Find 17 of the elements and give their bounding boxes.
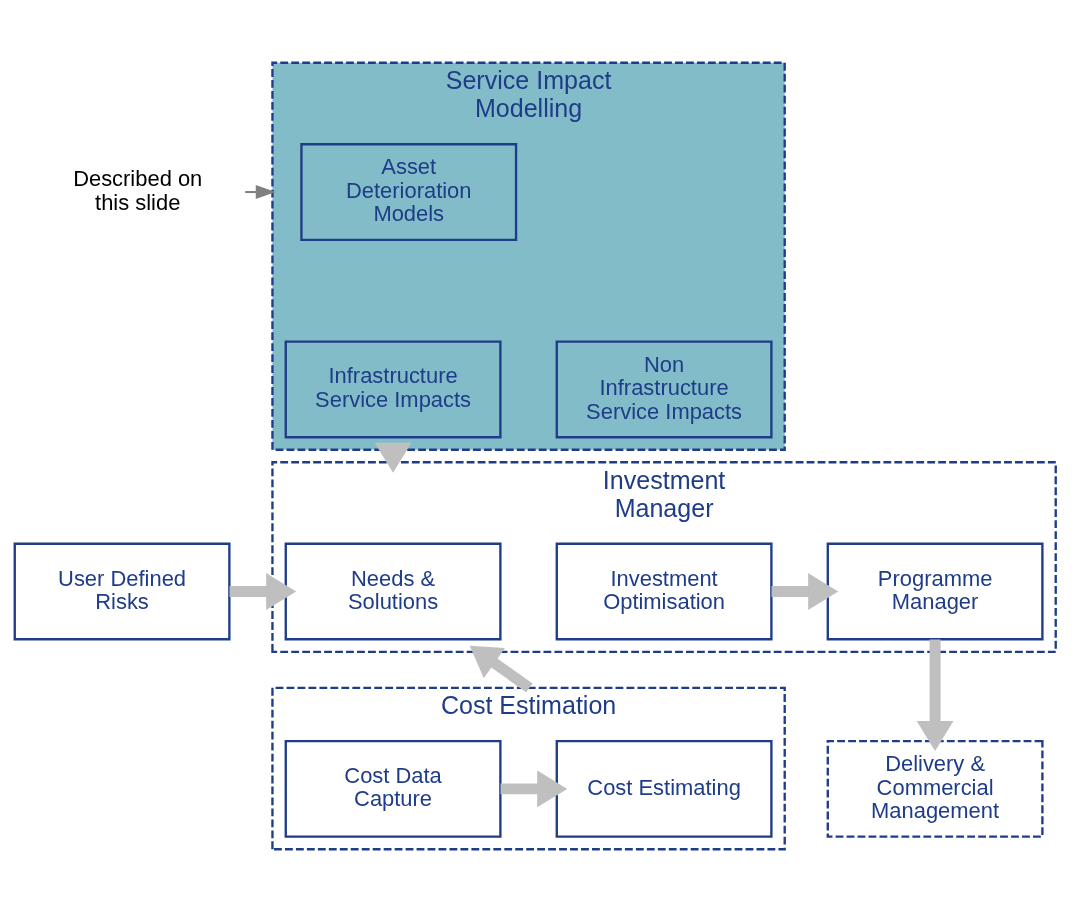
- arrow: [771, 572, 839, 610]
- node-box: Cost Estimating: [555, 739, 773, 838]
- node-box: Programme Manager: [826, 542, 1044, 640]
- node-box: Needs & Solutions: [284, 542, 502, 640]
- arrow: [229, 572, 297, 610]
- arrow: [500, 769, 568, 807]
- node-box: Investment Optimisation: [555, 542, 773, 640]
- node-box: Non Infrastructure Service Impacts: [555, 339, 773, 438]
- node-box: Infrastructure Service Impacts: [284, 339, 502, 438]
- node-text: Described on this slide: [73, 165, 203, 215]
- arrow: [245, 184, 276, 199]
- node-box: Delivery & Commercial Management: [826, 739, 1044, 838]
- node-box: Cost Data Capture: [284, 739, 502, 838]
- node-box: User Defined Risks: [13, 542, 231, 640]
- arrow: [374, 442, 412, 473]
- arrow: [916, 639, 954, 751]
- node-box: Asset Deterioration Models: [300, 142, 518, 241]
